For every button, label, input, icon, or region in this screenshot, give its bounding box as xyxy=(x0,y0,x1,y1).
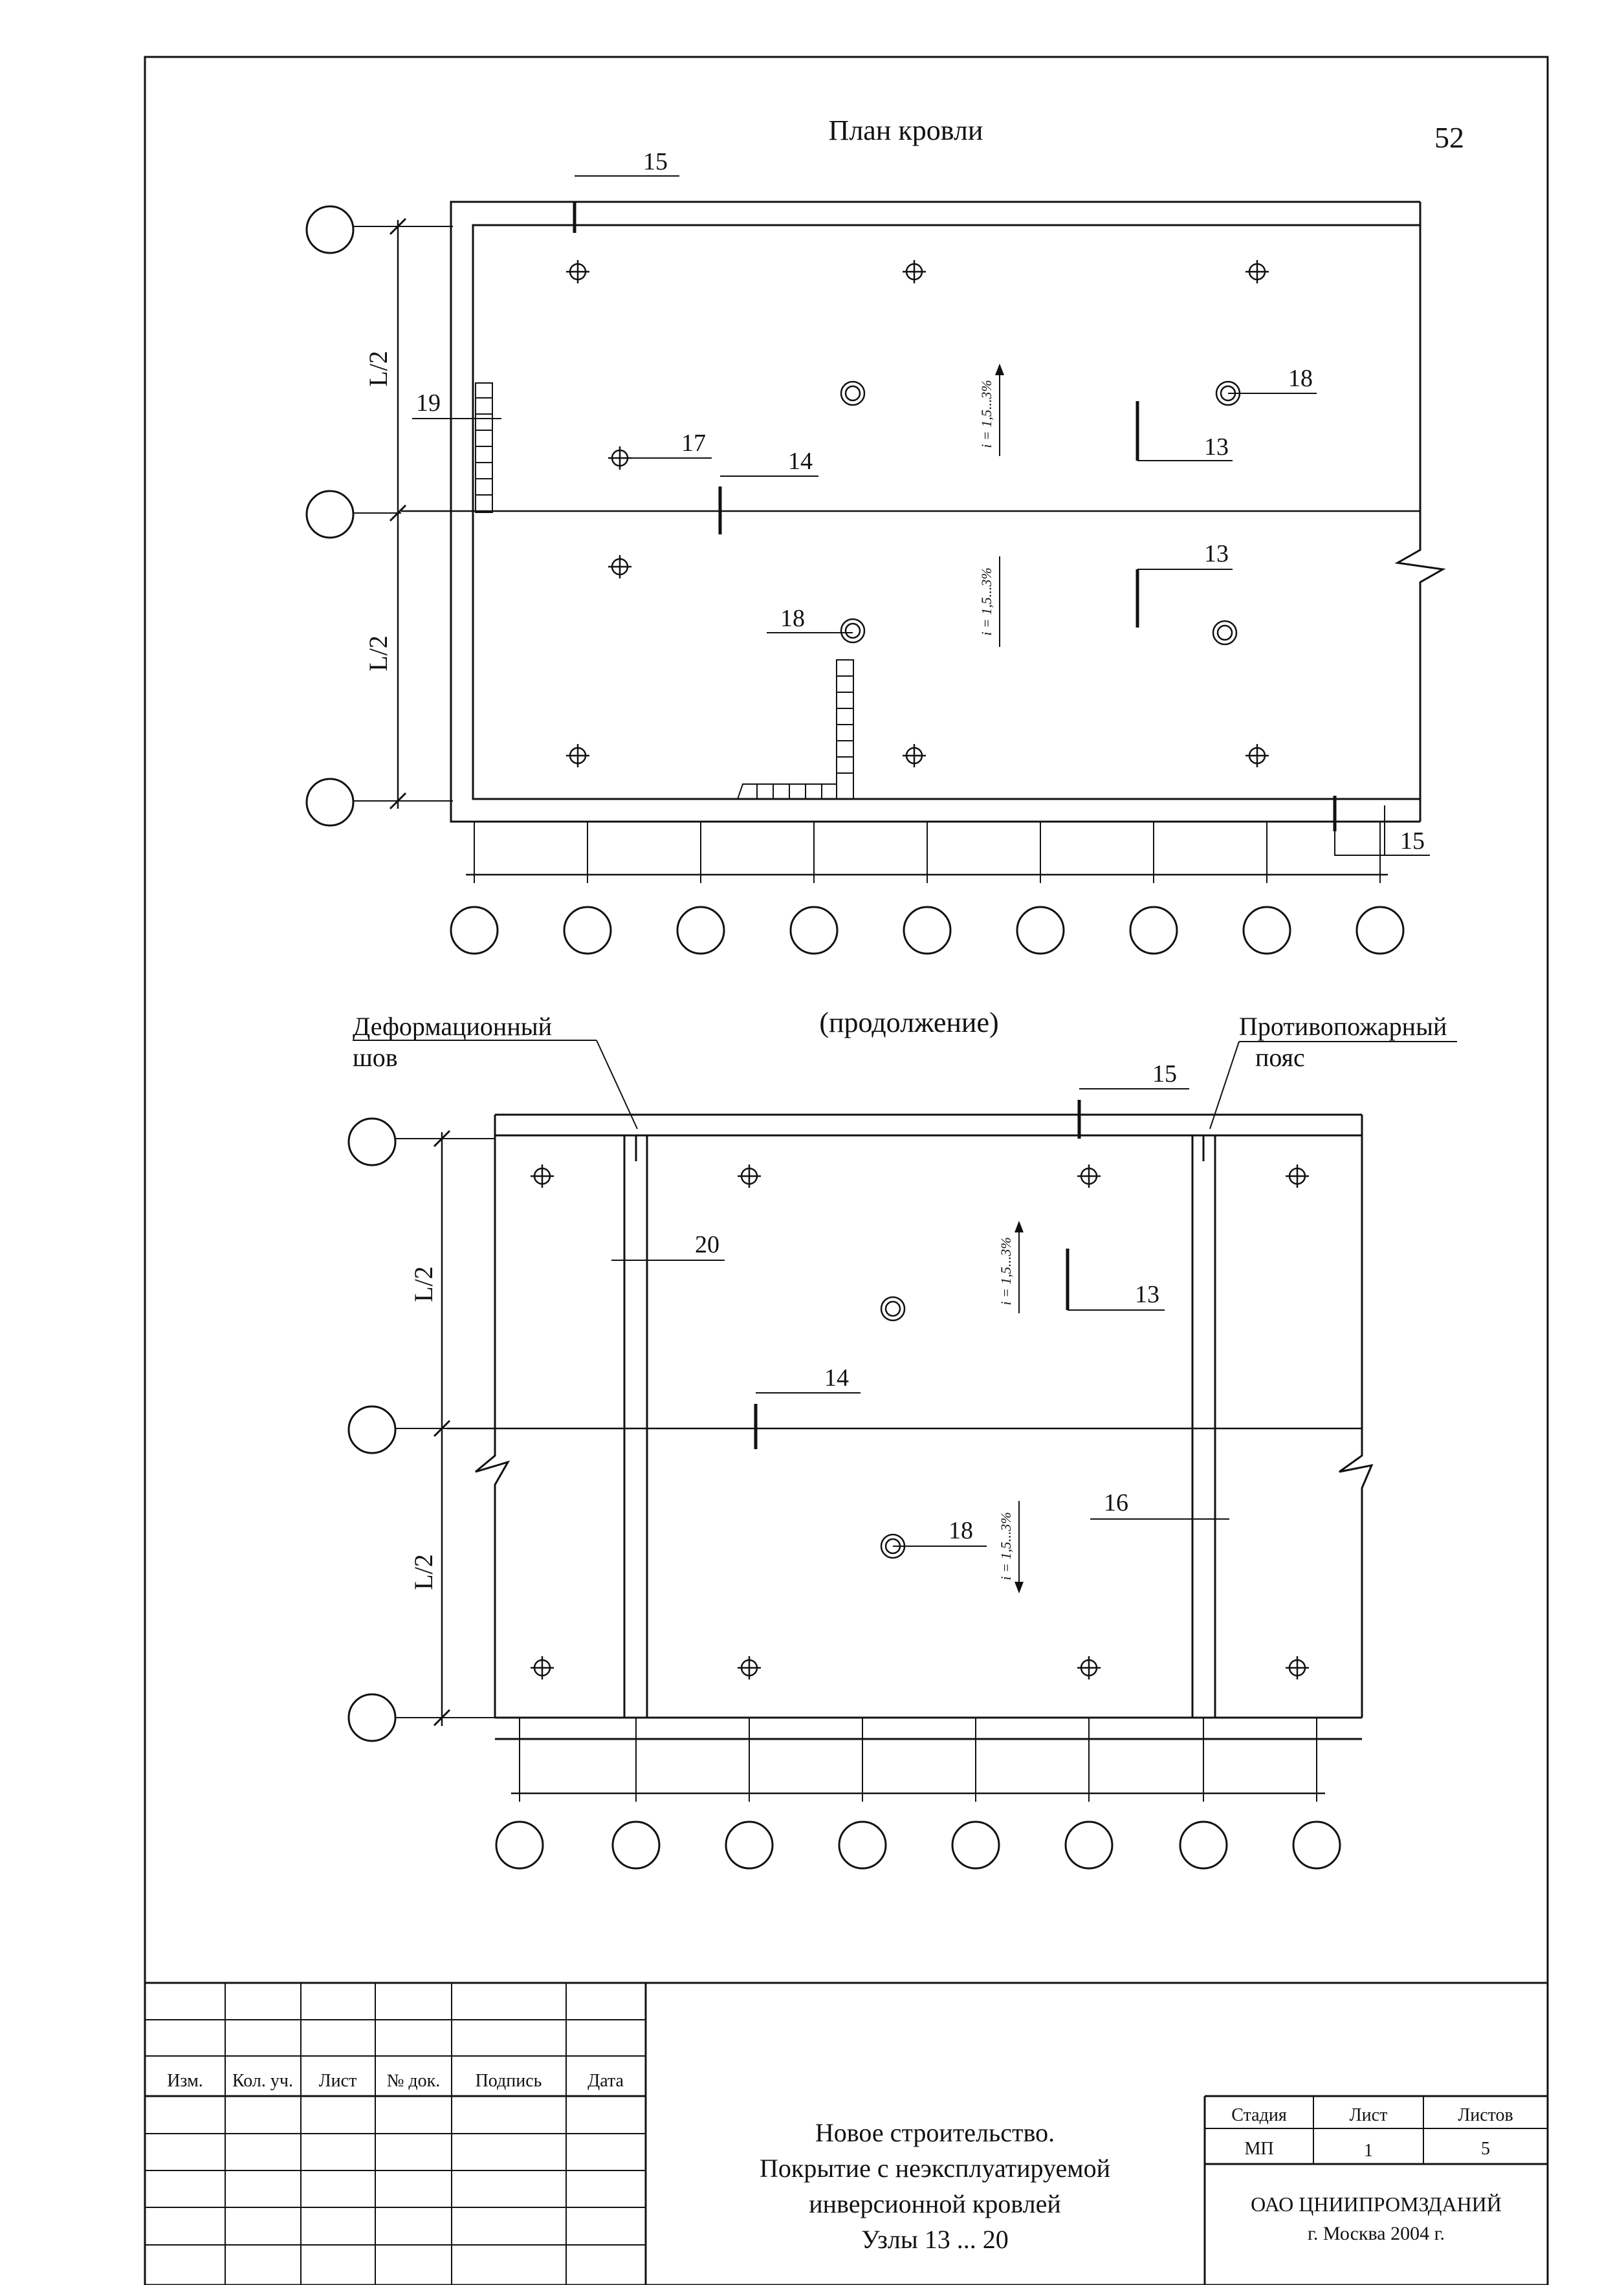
callout-number: 16 xyxy=(1104,1489,1128,1516)
span-label: L/2 xyxy=(409,1266,438,1302)
header-cell: Кол. уч. xyxy=(232,2071,293,2091)
header-cell: Изм. xyxy=(167,2071,203,2091)
funnel-markers xyxy=(840,380,1241,646)
axis-bubble xyxy=(1179,1820,1228,1870)
axis-bubble xyxy=(725,1820,774,1870)
axis-bubble xyxy=(563,906,612,955)
left-break-line xyxy=(475,1115,510,1718)
callout-number: 15 xyxy=(643,148,668,175)
sheet-frame xyxy=(144,56,1549,2285)
slope-label: i = 1,5...3% xyxy=(998,1237,1014,1305)
axis-bubble xyxy=(347,1117,397,1166)
right-break-line xyxy=(1339,1115,1374,1718)
callout-number: 15 xyxy=(1400,827,1425,855)
axis-bubble xyxy=(305,205,355,254)
axis-bubble xyxy=(1129,906,1178,955)
slope-label: i = 1,5...3% xyxy=(978,567,994,635)
deformation-joint-label: шов xyxy=(353,1043,398,1072)
top-plan-inner-parapet xyxy=(472,224,1420,800)
axis-bubble xyxy=(495,1820,544,1870)
axis-bubble xyxy=(1064,1820,1114,1870)
callout-number: 13 xyxy=(1204,540,1229,567)
stage-header: Стадия xyxy=(1231,2105,1287,2125)
header-cell: № док. xyxy=(387,2071,441,2091)
callout-number: 13 xyxy=(1135,1281,1159,1308)
stage-value: 1 xyxy=(1364,2141,1373,2161)
page-number: 52 xyxy=(1434,121,1464,154)
span-label: L/2 xyxy=(364,351,393,387)
organization: ОАО ЦНИИПРОМЗДАНИЙ xyxy=(1251,2192,1502,2216)
axis-bubble xyxy=(450,906,499,955)
axis-bubble xyxy=(1242,906,1291,955)
callout-number: 19 xyxy=(416,389,441,417)
fire-belt-label: пояс xyxy=(1255,1043,1305,1072)
funnel-markers xyxy=(880,1296,906,1559)
axis-bubble xyxy=(676,906,725,955)
slope-label: i = 1,5...3% xyxy=(978,380,994,448)
stage-value: 5 xyxy=(1481,2139,1490,2159)
span-label: L/2 xyxy=(409,1554,438,1590)
bottom-axis-bubbles xyxy=(450,906,1405,955)
callout-number: 14 xyxy=(788,448,813,475)
slope-label: i = 1,5...3% xyxy=(998,1512,1014,1580)
continuation-title: (продолжение) xyxy=(819,1007,998,1038)
stage-value: МП xyxy=(1244,2139,1273,2159)
callout-number: 17 xyxy=(681,430,706,457)
top-plan-callouts: 15 19 17 14 18 13 13 18 15 xyxy=(412,148,1430,856)
callout-number: 18 xyxy=(1288,365,1313,392)
header-cell: Лист xyxy=(319,2071,357,2091)
callout-number: 18 xyxy=(949,1517,973,1544)
project-title-line: Новое строительство. xyxy=(815,2118,1055,2147)
axis-bubble xyxy=(838,1820,887,1870)
axis-bubble xyxy=(305,778,355,827)
axis-bubble xyxy=(611,1820,661,1870)
project-title-line: инверсионной кровлей xyxy=(809,2189,1061,2218)
callout-number: 18 xyxy=(780,605,805,632)
deformation-joint-label: Деформационный xyxy=(353,1012,552,1041)
drain-markers xyxy=(566,260,1269,767)
axis-bubble xyxy=(903,906,952,955)
bottom-axis-ticks xyxy=(466,822,1388,883)
axis-bubble xyxy=(789,906,839,955)
bottom-plan-callouts: 15 20 13 14 18 16 xyxy=(611,1060,1229,1547)
header-cell: Подпись xyxy=(476,2071,542,2091)
callout-number: 20 xyxy=(695,1231,719,1258)
axis-bubble xyxy=(347,1693,397,1742)
bottom-axis-bubbles xyxy=(495,1820,1341,1870)
project-title-line: Узлы 13 ... 20 xyxy=(861,2225,1008,2254)
stage-header: Листов xyxy=(1458,2105,1513,2125)
axis-bubble xyxy=(347,1405,397,1454)
header-cell: Дата xyxy=(587,2071,624,2091)
axis-bubble xyxy=(1292,1820,1341,1870)
plan-title: План кровли xyxy=(829,115,983,146)
axis-bubble xyxy=(1016,906,1065,955)
callout-number: 14 xyxy=(824,1364,849,1392)
top-plan-break-line xyxy=(1394,225,1446,799)
city-year: г. Москва 2004 г. xyxy=(1308,2223,1445,2244)
axis-bubble xyxy=(1355,906,1405,955)
fire-belt-label: Противопожарный xyxy=(1239,1012,1447,1041)
tile-strip xyxy=(475,382,854,800)
drain-markers xyxy=(531,1164,1309,1679)
bottom-plan: L/2 L/2 xyxy=(347,1060,1374,1870)
axis-bubble xyxy=(951,1820,1000,1870)
span-label: L/2 xyxy=(364,635,393,672)
stage-header: Лист xyxy=(1350,2105,1388,2125)
title-block: Изм. Кол. уч. Лист № док. Подпись Дата Н… xyxy=(145,1982,1548,2285)
top-plan: L/2 L/2 xyxy=(305,148,1446,955)
callout-number: 15 xyxy=(1152,1060,1177,1088)
callout-number: 13 xyxy=(1204,433,1229,461)
axis-bubble xyxy=(305,490,355,539)
bottom-axis-ticks xyxy=(511,1718,1325,1802)
project-title-line: Покрытие с неэксплуатируемой xyxy=(760,2154,1110,2183)
